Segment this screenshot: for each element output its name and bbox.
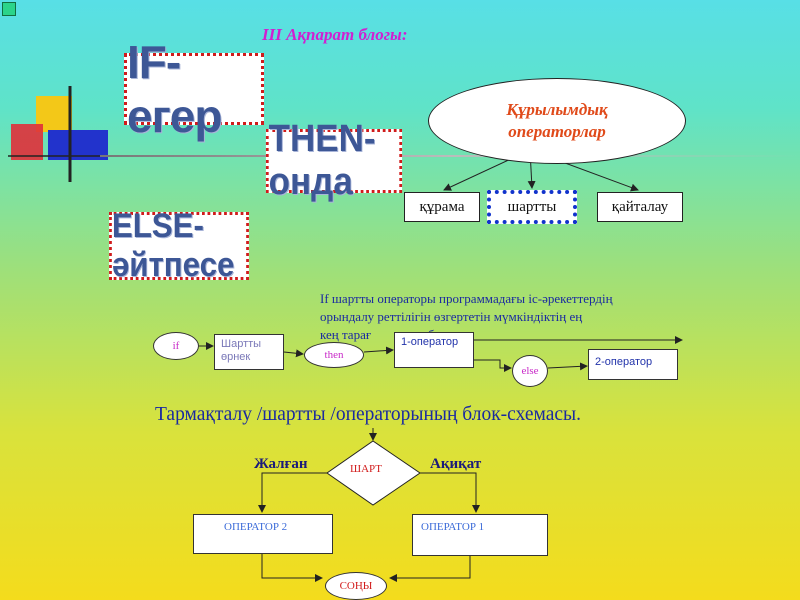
else-keyword: ELSE-әйтпесе: [109, 207, 249, 284]
blue-square: [48, 130, 108, 160]
conditional-node: шартты: [487, 190, 577, 224]
description-line-3: кең тарағ ып табылады.: [320, 327, 474, 342]
root-line-1: Құрылымдық: [506, 100, 608, 119]
flow-edge-6: [547, 362, 588, 371]
description-line-2: орындалу реттілігін өзгертетін мүмкіндік…: [320, 309, 583, 324]
description-line-1: If шартты операторы программадағы іс-әре…: [320, 291, 613, 306]
operator2-block: ОПЕРАТОР 2: [193, 514, 333, 554]
flow-condition-node: Шартты өрнек: [214, 334, 284, 370]
flow-if-node: if: [153, 332, 199, 360]
true-label: Ақиқат: [430, 456, 482, 472]
end-node: СОҢЫ: [325, 572, 387, 600]
flow-operator2-node: 2-оператор: [588, 349, 678, 380]
flow-else-node: else: [512, 355, 548, 387]
condition-diamond: [326, 440, 421, 506]
block-edge-op1-end: [389, 556, 471, 582]
flow-edge-3: [363, 346, 394, 355]
block-edge-op2-end: [261, 554, 323, 582]
flow-edge-5: [474, 359, 512, 372]
structural-operators-node: Құрылымдық операторлар: [428, 78, 686, 164]
flow-then-node: then: [304, 342, 364, 368]
block-scheme-caption: Тармақталу /шартты /операторының блок-сх…: [155, 404, 581, 425]
block-edge-false: [258, 472, 327, 513]
compound-node: құрама: [404, 192, 480, 222]
flow-operator1-node: 1-оператор: [394, 332, 474, 368]
section-title: III Ақпарат блогы:: [262, 25, 408, 44]
block-edge-true: [420, 472, 480, 513]
horizontal-rule: [100, 155, 800, 157]
operator1-block: ОПЕРАТОР 1: [412, 514, 548, 556]
loop-node: қайталау: [597, 192, 683, 222]
flow-edge-2: [283, 349, 304, 358]
condition-label: ШАРТ: [349, 463, 382, 475]
description-text: If шартты операторы программадағы іс-әре…: [320, 290, 700, 344]
red-square: [11, 124, 43, 160]
root-line-2: операторлар: [508, 122, 606, 141]
false-label: Жалған: [254, 456, 308, 472]
then-keyword: THEN-онда: [265, 118, 403, 203]
corner-marker: [2, 2, 16, 16]
